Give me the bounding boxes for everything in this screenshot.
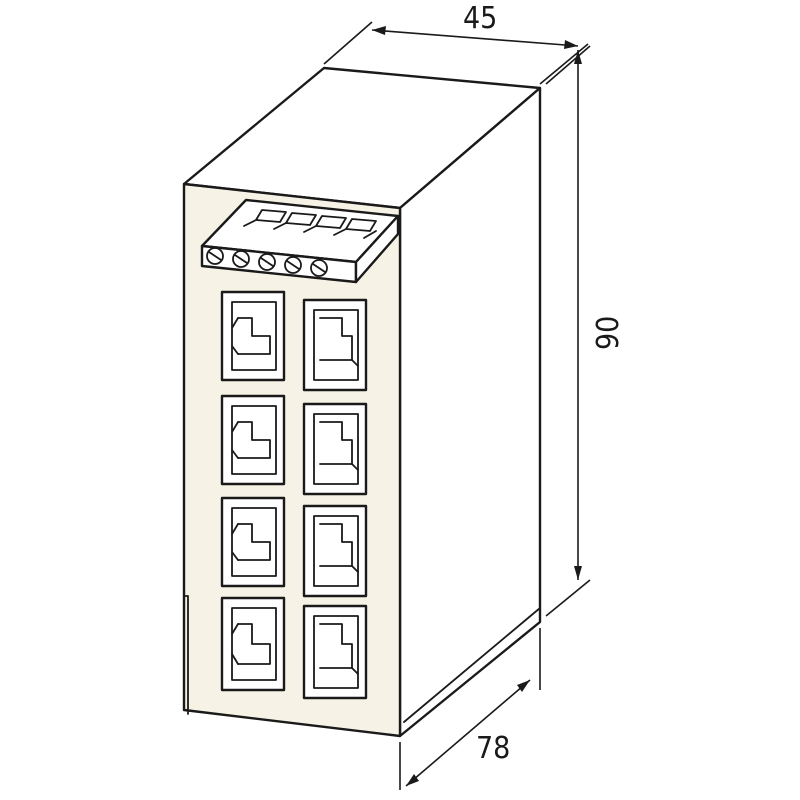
dimension-width: 45 <box>323 1 589 85</box>
rj45-port-right-2 <box>302 402 368 496</box>
rj45-port-left-2 <box>220 394 286 486</box>
terminal-block <box>200 198 400 284</box>
rj45-port-right-4 <box>302 604 368 700</box>
rj45-port-right-1 <box>302 298 368 392</box>
rj45-port-left-3 <box>220 496 286 588</box>
dimension-height: 90 <box>545 45 626 617</box>
rj45-port-left-4 <box>220 596 286 692</box>
rj45-port-left-1 <box>220 290 286 382</box>
dimension-width-label: 45 <box>463 1 497 36</box>
dimension-height-label: 90 <box>591 316 626 350</box>
terminal-screws <box>206 247 328 277</box>
rj45-port-right-3 <box>302 504 368 598</box>
dimension-depth-label: 78 <box>476 731 510 766</box>
rj45-ports <box>220 290 368 700</box>
dimension-depth: 78 <box>399 628 541 790</box>
terminal-slots <box>243 209 377 239</box>
